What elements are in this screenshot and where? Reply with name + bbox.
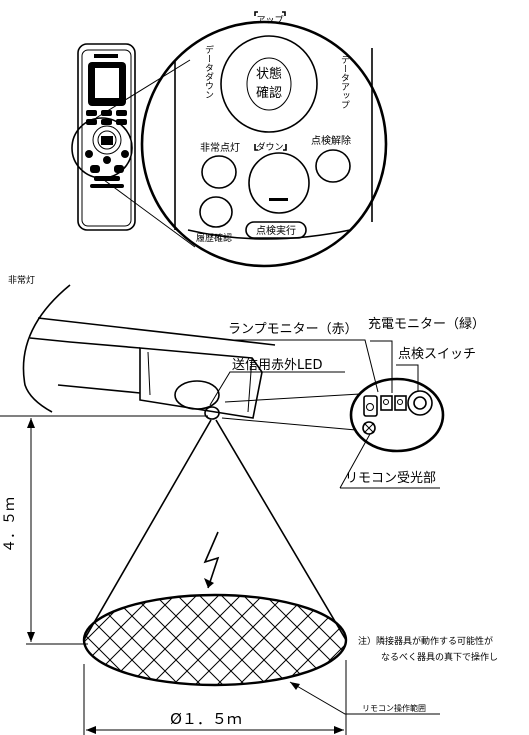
status-label-line1: 状態 (256, 66, 282, 82)
remote-magnified-view: 状態 確認 アップ ダウン データダウン データアップ 非常点灯 点検解除 履歴… (140, 11, 388, 268)
charge-monitor-label: 充電モニター（緑） (368, 316, 485, 332)
receiver-window (362, 421, 376, 435)
height-label: ４．５ｍ (2, 497, 18, 553)
height-dimension: ４．５ｍ (0, 415, 208, 645)
fixture-title: 非常灯 (8, 274, 35, 286)
down-label: ダウン (256, 141, 283, 153)
note-line2: なるべく器具の真下で操作し (381, 651, 498, 663)
history-button (199, 196, 233, 228)
receiver-label: リモコン受光部 (345, 471, 436, 486)
status-button-ring (220, 35, 318, 133)
check-run-ring (248, 152, 310, 214)
beam (82, 419, 348, 687)
ir-led-lens (174, 380, 220, 410)
ir-led-emitter (204, 406, 220, 420)
lamp-monitor-label: ランプモニター（赤） (228, 322, 358, 337)
note-line1: 注）隣接器具が動作する可能性が (358, 635, 493, 647)
check-switch-button (407, 390, 433, 416)
history-label: 履歴確認 (196, 232, 232, 244)
check-release-button (315, 149, 351, 183)
status-label-line2: 確認 (256, 85, 282, 101)
fixture (22, 284, 276, 420)
check-release-label: 点検解除 (311, 134, 351, 147)
diameter-dimension: Ø１．５ｍ (83, 660, 347, 735)
check-run-label: 点検実行 (256, 224, 296, 237)
fixture-detail (349, 377, 445, 453)
check-run-button (245, 221, 307, 239)
check-switch-label: 点検スイッチ (398, 347, 476, 362)
emergency-button (201, 155, 237, 189)
data-down-label: データダウン (203, 44, 214, 99)
range-label: リモコン操作範囲 (362, 703, 426, 713)
up-label: アップ (256, 15, 283, 26)
operation-range-ellipse (82, 593, 348, 687)
ir-led-label: 送信用赤外LED (232, 358, 322, 373)
remote-control (71, 43, 136, 231)
diameter-label: Ø１．５ｍ (170, 710, 242, 728)
emergency-label: 非常点灯 (200, 141, 240, 154)
data-up-label: データアップ (339, 54, 350, 109)
